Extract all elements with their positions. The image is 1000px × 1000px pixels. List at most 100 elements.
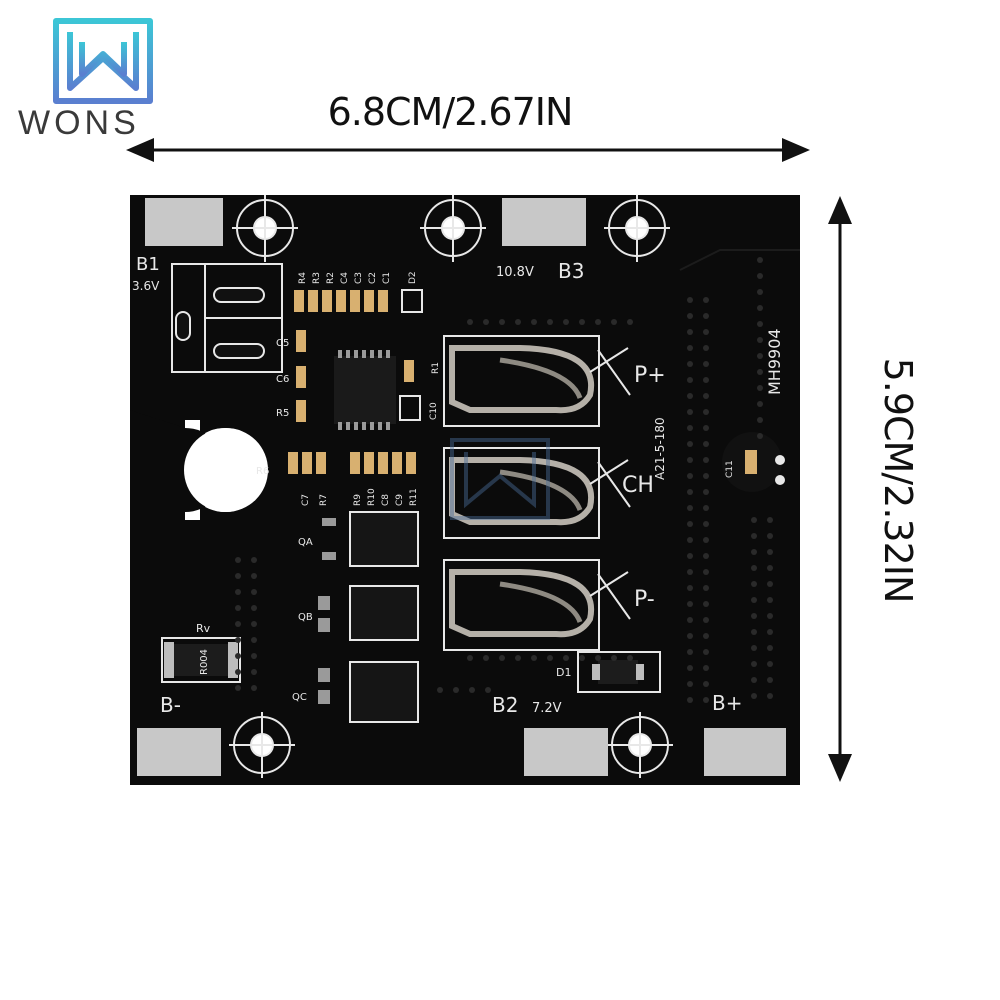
via-dot: [595, 319, 601, 325]
via-dot: [767, 565, 773, 571]
via-dot: [751, 565, 757, 571]
label-bottom-0: C7: [301, 494, 311, 506]
via-dot: [703, 601, 709, 607]
pad-b1: [145, 198, 223, 246]
via-dot: [703, 377, 709, 383]
via-dot: [531, 319, 537, 325]
via-dot: [751, 693, 757, 699]
label-bottom-6: R11: [409, 488, 419, 506]
label-qb: QB: [298, 612, 313, 623]
via-dot: [757, 401, 763, 407]
via-dot: [767, 613, 773, 619]
via-dot: [703, 505, 709, 511]
label-p-plus: P+: [634, 363, 666, 388]
watermark-logo: [450, 438, 550, 520]
pad-b2: [524, 728, 608, 776]
via-dot: [611, 319, 617, 325]
pad-b-minus: [137, 728, 221, 776]
via-dot: [757, 353, 763, 359]
via-dot: [687, 425, 693, 431]
via-dot: [767, 517, 773, 523]
via-dot: [687, 585, 693, 591]
pad-b3: [502, 198, 586, 246]
via-dot: [687, 681, 693, 687]
mosfets: [318, 511, 419, 723]
via-dot: [515, 319, 521, 325]
via-dots: [235, 257, 773, 703]
via-dot: [515, 655, 521, 661]
via-dot: [251, 621, 257, 627]
via-dot: [687, 441, 693, 447]
label-b2: B2: [492, 693, 518, 717]
via-dot: [687, 553, 693, 559]
mosfet-qb: [318, 585, 419, 641]
via-dot: [751, 533, 757, 539]
via-dot: [703, 537, 709, 543]
via-dot: [251, 685, 257, 691]
via-dot: [687, 473, 693, 479]
label-bottom-3: R10: [367, 488, 377, 506]
via-dot: [563, 655, 569, 661]
via-dot: [687, 617, 693, 623]
via-dot: [687, 505, 693, 511]
via-dot: [751, 629, 757, 635]
via-dot: [751, 597, 757, 603]
via-dot: [703, 569, 709, 575]
label-top-7: D2: [408, 271, 418, 284]
via-dot: [499, 319, 505, 325]
via-dot: [757, 337, 763, 343]
via-dot: [687, 377, 693, 383]
via-dot: [703, 649, 709, 655]
via-dot: [687, 329, 693, 335]
label-left-3: R6: [256, 466, 269, 477]
via-dot: [485, 687, 491, 693]
via-dot: [703, 425, 709, 431]
via-dot: [757, 289, 763, 295]
label-left-0: C5: [276, 338, 289, 349]
solder-pads: [137, 198, 786, 776]
via-dot: [757, 321, 763, 327]
via-dot: [687, 697, 693, 703]
label-top-1: R3: [312, 272, 322, 284]
via-dot: [483, 319, 489, 325]
via-dot: [611, 655, 617, 661]
label-terminal-code: A21-5-180: [653, 417, 667, 480]
via-dot: [751, 517, 757, 523]
via-dot: [499, 655, 505, 661]
via-dot: [703, 521, 709, 527]
label-qc: QC: [292, 692, 307, 703]
via-dot: [235, 557, 241, 563]
smd-row-top: [294, 289, 423, 313]
via-dot: [767, 629, 773, 635]
via-dot: [687, 457, 693, 463]
diode-d1: [577, 651, 661, 693]
via-dot: [757, 305, 763, 311]
via-dot: [687, 345, 693, 351]
via-dot: [687, 489, 693, 495]
logo-wordmark: WONS: [18, 104, 140, 142]
label-r1: R1: [431, 362, 441, 374]
capacitor-c11: [722, 432, 785, 492]
label-b3-voltage: 10.8V: [496, 265, 534, 280]
via-dot: [687, 537, 693, 543]
shunt-resistor: [161, 637, 241, 683]
via-dot: [767, 677, 773, 683]
b1-connector: [171, 263, 283, 373]
via-dot: [703, 665, 709, 671]
mounting-holes: [229, 195, 673, 778]
via-dot: [251, 605, 257, 611]
label-bottom-5: C9: [395, 494, 405, 506]
via-dot: [467, 655, 473, 661]
label-ch: CH: [622, 473, 654, 498]
label-d1: D1: [556, 666, 571, 679]
label-b-minus: B-: [160, 693, 181, 717]
via-dot: [235, 573, 241, 579]
via-dot: [751, 661, 757, 667]
terminal-p-minus: [443, 559, 631, 651]
mosfet-qc: [318, 661, 419, 723]
label-b2-voltage: 7.2V: [532, 701, 562, 716]
via-dot: [767, 549, 773, 555]
label-left-1: C6: [276, 374, 289, 385]
via-dot: [235, 653, 241, 659]
